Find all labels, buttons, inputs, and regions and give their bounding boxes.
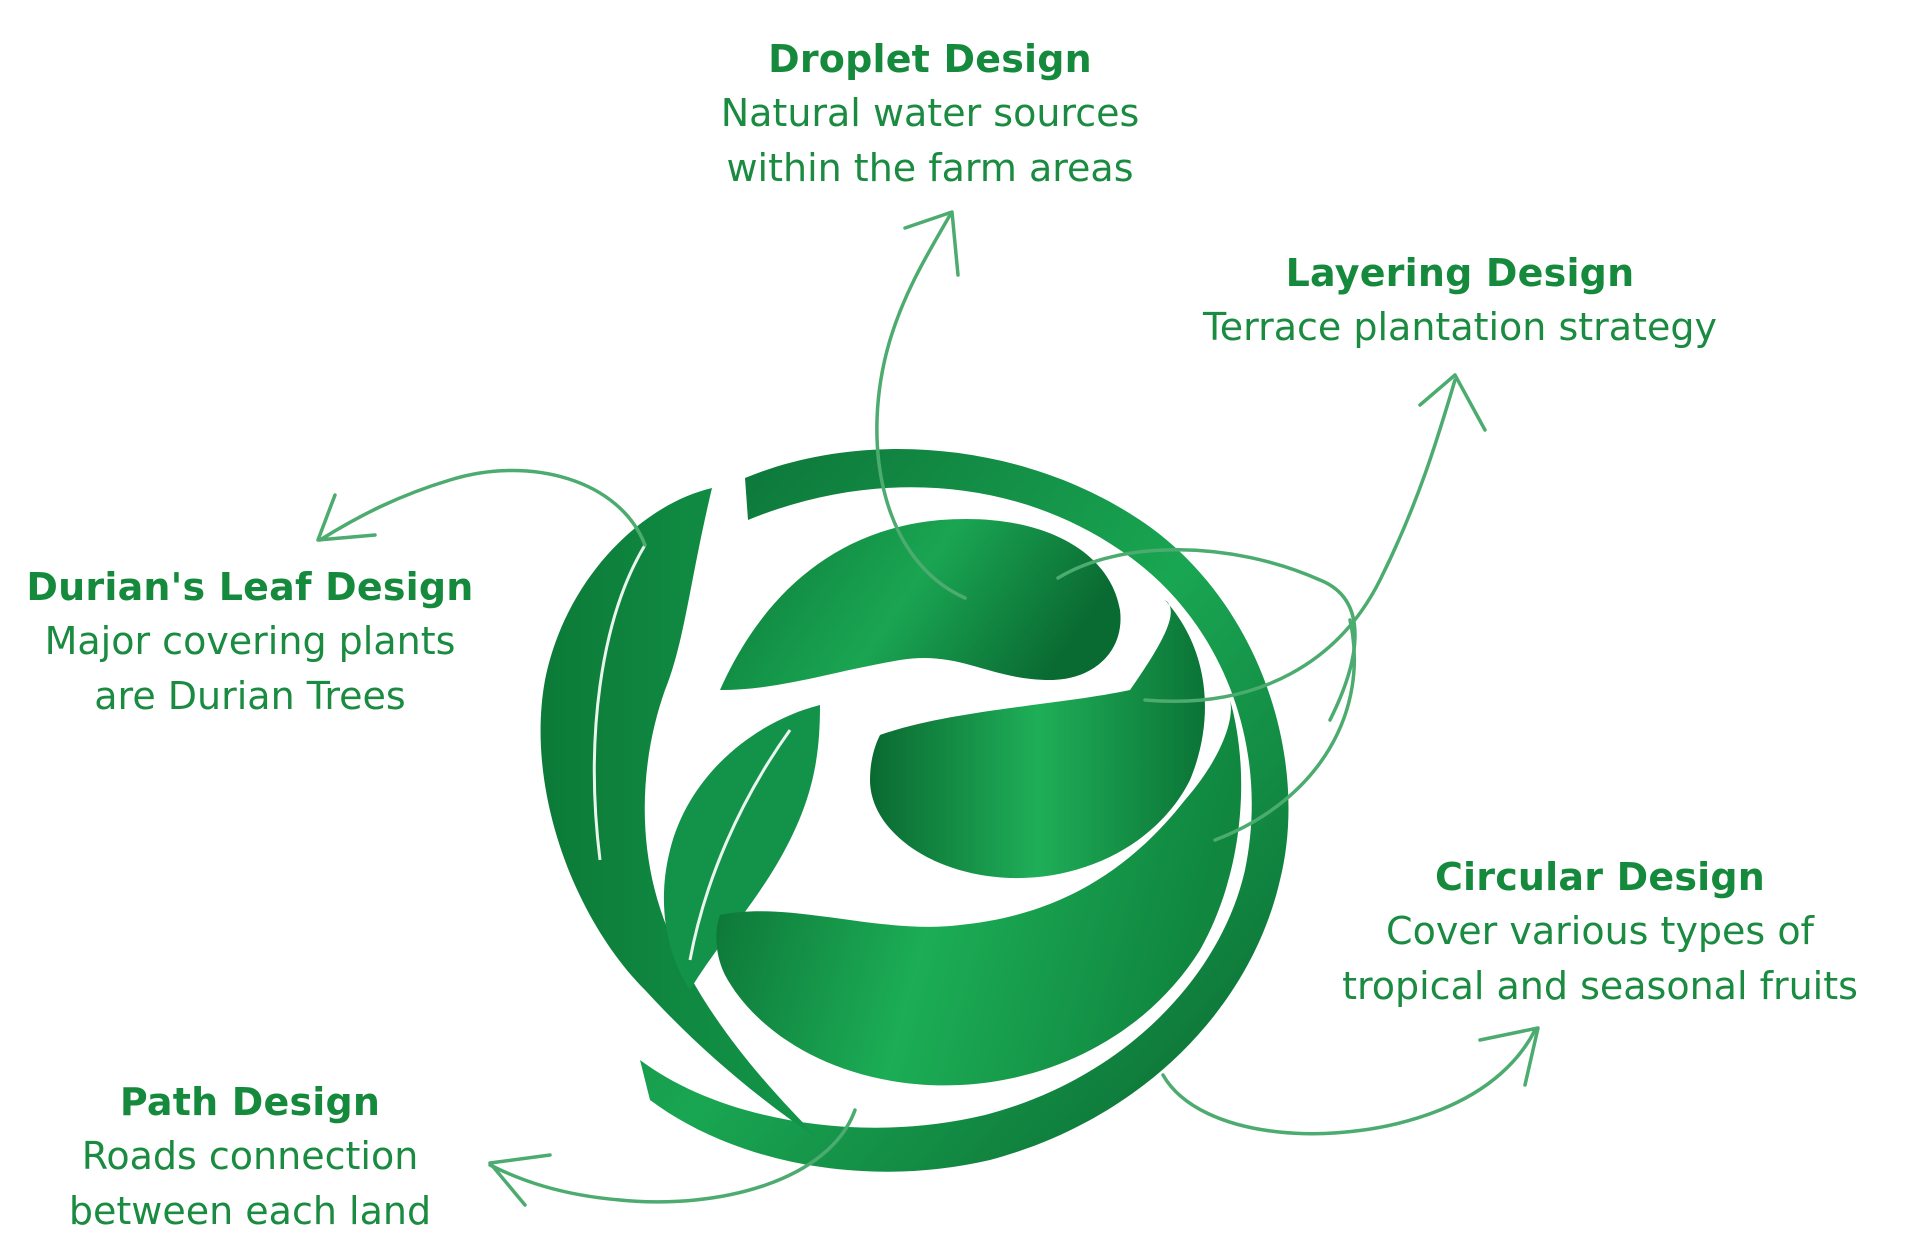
arrow-layering-b — [1143, 378, 1457, 703]
callout-text: Major covering plants — [44, 619, 456, 663]
callout-droplet-design: Droplet Design Natural water sources wit… — [650, 32, 1210, 196]
arrowhead-circular — [1478, 1026, 1540, 1087]
callout-title: Durian's Leaf Design — [26, 565, 474, 609]
arrowhead-leaf — [316, 493, 377, 542]
callout-title: Droplet Design — [768, 37, 1092, 81]
callout-title: Circular Design — [1434, 855, 1766, 899]
callout-text: tropical and seasonal fruits — [1342, 964, 1858, 1008]
arrowhead-droplet — [903, 210, 960, 277]
arrow-path — [488, 1108, 857, 1204]
callout-text: Terrace plantation strategy — [1203, 305, 1717, 349]
arrow-droplet — [875, 213, 967, 600]
callout-text: Natural water sources — [720, 91, 1140, 135]
arrow-leaf — [318, 468, 647, 547]
arrowhead-path — [488, 1153, 552, 1207]
callout-text: Roads connection — [81, 1134, 419, 1178]
callout-text: Cover various types of — [1386, 909, 1814, 953]
arrow-layering-a — [1056, 548, 1357, 722]
callout-layering-design: Layering Design Terrace plantation strat… — [1130, 246, 1790, 355]
arrow-layering-c — [1213, 618, 1356, 842]
callout-circular-design: Circular Design Cover various types of t… — [1290, 850, 1910, 1014]
callout-path-design: Path Design Roads connection between eac… — [0, 1075, 500, 1239]
arrowhead-layering — [1418, 373, 1487, 432]
callout-text: are Durian Trees — [94, 674, 406, 718]
callout-durian-leaf-design: Durian's Leaf Design Major covering plan… — [0, 560, 500, 724]
callout-text: between each land — [68, 1189, 432, 1233]
callout-title: Path Design — [119, 1080, 381, 1124]
callout-title: Layering Design — [1285, 251, 1635, 295]
callout-text: within the farm areas — [726, 146, 1134, 190]
arrow-circular — [1161, 1028, 1537, 1136]
